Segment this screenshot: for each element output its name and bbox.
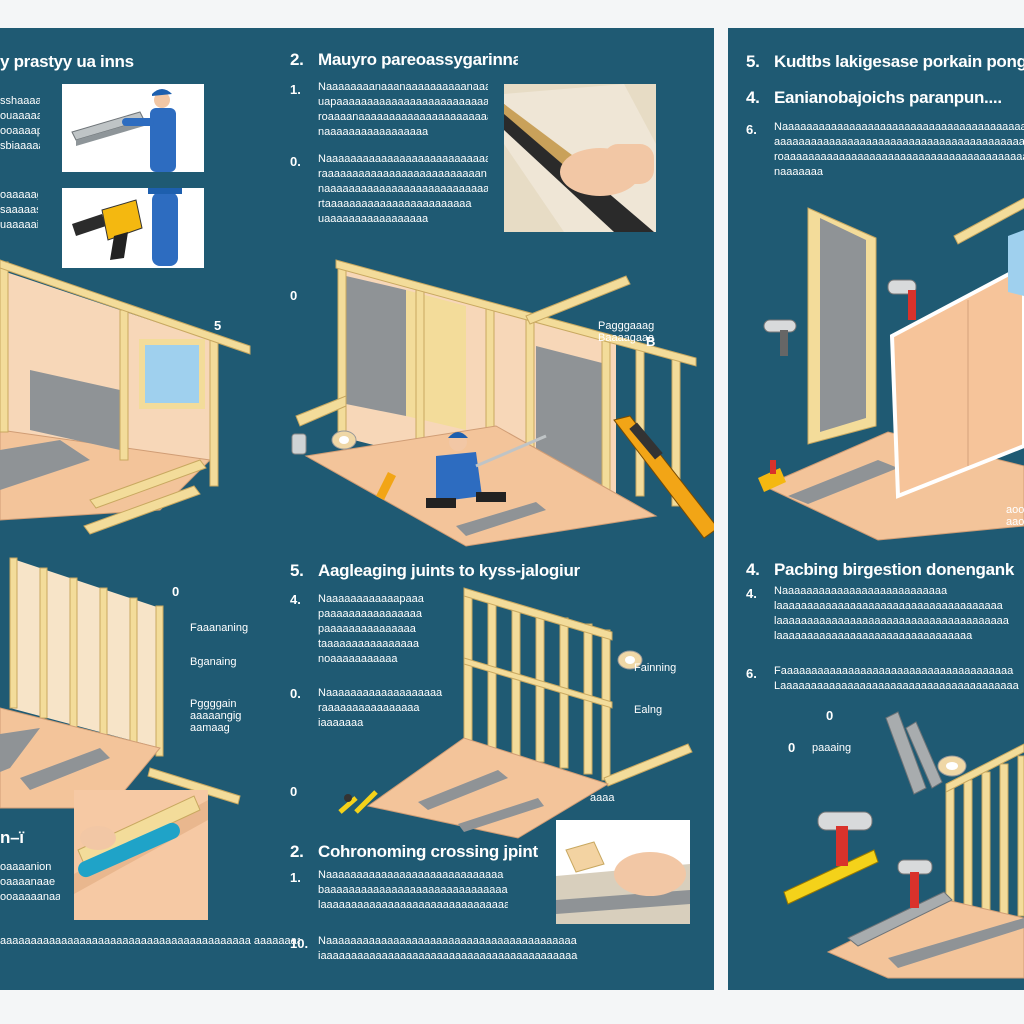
col3-step-b-title: Eanianobajoichs paranpun.... [774, 88, 1002, 107]
hammer-icon [887, 279, 917, 320]
tape-roll-icon-4 [937, 755, 967, 777]
drywall-sheet [556, 841, 690, 924]
col3-side-label: aooaaog [1006, 504, 1024, 528]
col3-item-a-num: 6. [746, 122, 757, 137]
col3-step-a-num: 5. [746, 52, 760, 71]
tape-roll-icon-3 [617, 650, 643, 670]
col2-item-c2-text: Naaaaaaaaaaaaaaaaaaaaaaaaaaaaaaaaaaaaaaa… [318, 935, 578, 962]
col1-label-2: Bganaing [190, 656, 237, 668]
hammer-icon-3 [897, 859, 933, 908]
col2-item-b1-num: 4. [290, 592, 301, 607]
col3-item-b-num: 4. [746, 586, 757, 601]
stud-frame-floor [366, 587, 693, 839]
col3-step-c-title: Pacbing birgestion donengank [774, 560, 1015, 579]
col3-marker-top: 0 [826, 708, 834, 723]
col2-item-c2-num: 10. [290, 936, 309, 951]
col3-marker: 0 [788, 740, 796, 755]
col2-frame-label-2: Ealng [634, 704, 663, 716]
col1-sec2-title: n–ï [0, 828, 24, 847]
col3-step-b-num: 4. [746, 88, 760, 107]
col2-step-b-num: 5. [290, 561, 304, 580]
col1-para1: sshaaaanrnneouaaaaaonnooaaaapoasbiaaaaan [0, 95, 40, 152]
drywall-install-scene [295, 259, 697, 547]
drill-photo [62, 188, 204, 268]
col1-callout: 5 [214, 318, 222, 333]
tools-and-frame-scene [783, 711, 1024, 979]
wall-frame-illustration-1 [0, 259, 251, 535]
utility-knife-icon [613, 415, 714, 539]
drill-icon-2 [763, 319, 797, 356]
col1-label-1: Faaananing [190, 622, 249, 634]
instruction-panel-left: y prastyy ua inns sshaaaanrnneouaaaaaonn… [0, 28, 714, 990]
col2-item-c1-num: 1. [290, 870, 301, 885]
col2-callout-b: B [646, 334, 656, 349]
sanding-block-icon [504, 84, 656, 232]
col2-step-c-num: 2. [290, 842, 304, 861]
caulk-gun-icon [338, 790, 378, 814]
col3-item-c-num: 6. [746, 666, 757, 681]
col2-pallet-label: aaaa [590, 792, 615, 804]
col2-item-b2-num: 0. [290, 686, 301, 701]
col3-item-a-text: Naaaaaaaaaaaaaaaaaaaaaaaaaaaaaaaaaaaaaaa… [774, 121, 1024, 178]
hammer-icon-2 [817, 811, 873, 866]
col3-marker-label: paaaing [812, 742, 852, 754]
caulk-gun-icon-2 [758, 460, 786, 492]
col1-title: y prastyy ua inns [0, 52, 134, 71]
drywall-panel-scene [762, 197, 1024, 541]
tape-roll-icon [291, 433, 307, 455]
col2-step-a-title: Mauyro pareoassygarinnadary drlang purin… [318, 50, 518, 69]
roller-photo [74, 790, 208, 920]
col1-marker: 0 [172, 584, 180, 599]
col2-item-a2-num: 0. [290, 154, 301, 169]
col2-marker-a: 0 [290, 288, 298, 303]
col3-step-c-num: 4. [746, 560, 760, 579]
col1-para2: oaaaaagsaaaaasnuaaaaai [0, 189, 38, 231]
worker-figure [71, 89, 176, 172]
col2-item-a1-num: 1. [290, 82, 301, 97]
col2-marker-c: 0 [290, 784, 298, 799]
col3-step-a-title: Kudtbs lakigesase porkain pongun [774, 52, 1024, 71]
joint-photo [556, 820, 690, 924]
stud-frame [0, 557, 241, 809]
worker-photo [62, 84, 204, 172]
sanding-photo [504, 84, 656, 232]
col2-step-b-title: Aagleaging juints to kyss-jalogiur [318, 561, 580, 580]
instruction-panel-right: 5. Kudtbs lakigesase porkain pongun 4. E… [728, 28, 1024, 990]
col1-footer: aaaaaaaaaaaaaaaaaaaaaaaaaaaaaaaaaaaaaaaa… [0, 935, 300, 947]
drill-icon [72, 188, 182, 266]
tape-roll-icon-2 [331, 430, 357, 450]
paint-roller-icon [74, 795, 208, 894]
col2-step-c-title: Cohronoming crossing jpint [318, 842, 538, 861]
col2-frame-label-1: Fainning [634, 662, 677, 674]
col2-step-a-num: 2. [290, 50, 304, 69]
